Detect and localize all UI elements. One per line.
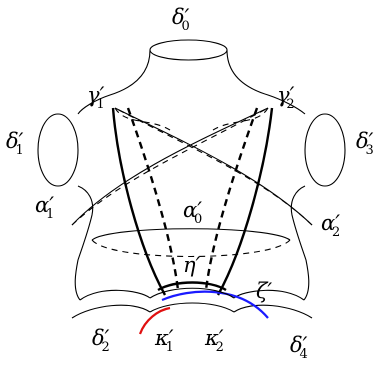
curve-eta	[157, 281, 227, 292]
label-alpha2: α′2	[321, 211, 340, 240]
bottom-arc	[149, 287, 235, 313]
cuff-delta4	[233, 289, 313, 319]
label-gamma2: γ′2	[277, 83, 295, 112]
label-kappa2: κ′2	[204, 326, 224, 355]
cuff-delta3	[304, 113, 346, 187]
curve-gamma	[111, 107, 274, 296]
label-kappa1: κ′1	[154, 326, 174, 355]
label-delta1: δ′1	[6, 129, 24, 158]
curve-kappa1	[138, 306, 171, 335]
curve-zeta	[161, 290, 269, 319]
label-gamma1: γ′1	[87, 83, 105, 112]
label-delta2: δ′2	[92, 326, 110, 355]
label-alpha0: α′0	[183, 198, 202, 227]
label-delta0: δ′0	[172, 5, 190, 34]
cuff-delta1	[37, 113, 79, 187]
label-zeta: ζ′	[256, 279, 272, 303]
label-delta4: δ′4	[290, 333, 308, 362]
curve-alpha0	[91, 228, 291, 257]
cuff-delta2	[71, 289, 151, 319]
cuff-delta0	[149, 39, 228, 61]
surface-outline	[74, 49, 310, 301]
label-eta: η′	[183, 253, 201, 277]
label-alpha1: α′1	[35, 193, 54, 222]
label-delta3: δ′3	[356, 129, 374, 158]
crossing-curves-back	[71, 107, 313, 226]
